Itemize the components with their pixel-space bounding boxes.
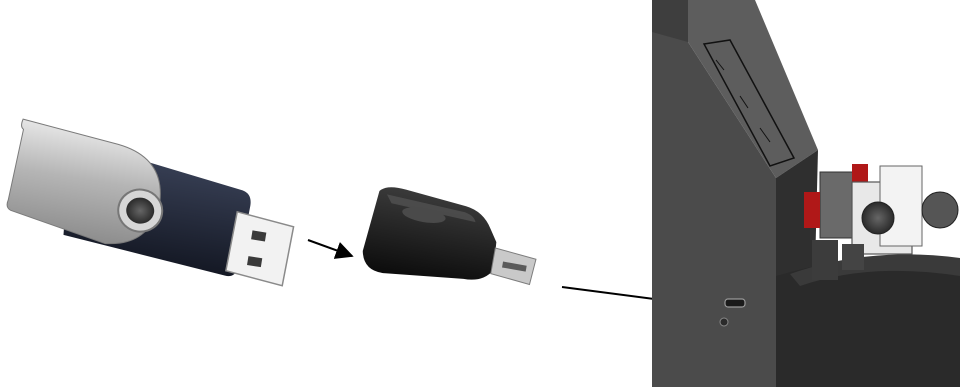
device-led-indicator [720, 318, 728, 326]
mechanism-post-2 [842, 244, 864, 270]
mechanism-red-part-top [852, 164, 868, 184]
device [652, 0, 960, 387]
mechanism-knob [862, 202, 894, 234]
mechanism-post [812, 240, 838, 280]
flash-drive-usb-a-plug [225, 211, 295, 286]
arrow-drive-to-adapter [308, 240, 352, 256]
adapter-body [360, 184, 505, 292]
mechanism-red-part [804, 192, 820, 228]
usb-adapter [360, 184, 544, 299]
device-micro-usb-port [725, 299, 745, 307]
mechanism-knob-rear [922, 192, 958, 228]
usb-flash-drive [1, 119, 303, 286]
